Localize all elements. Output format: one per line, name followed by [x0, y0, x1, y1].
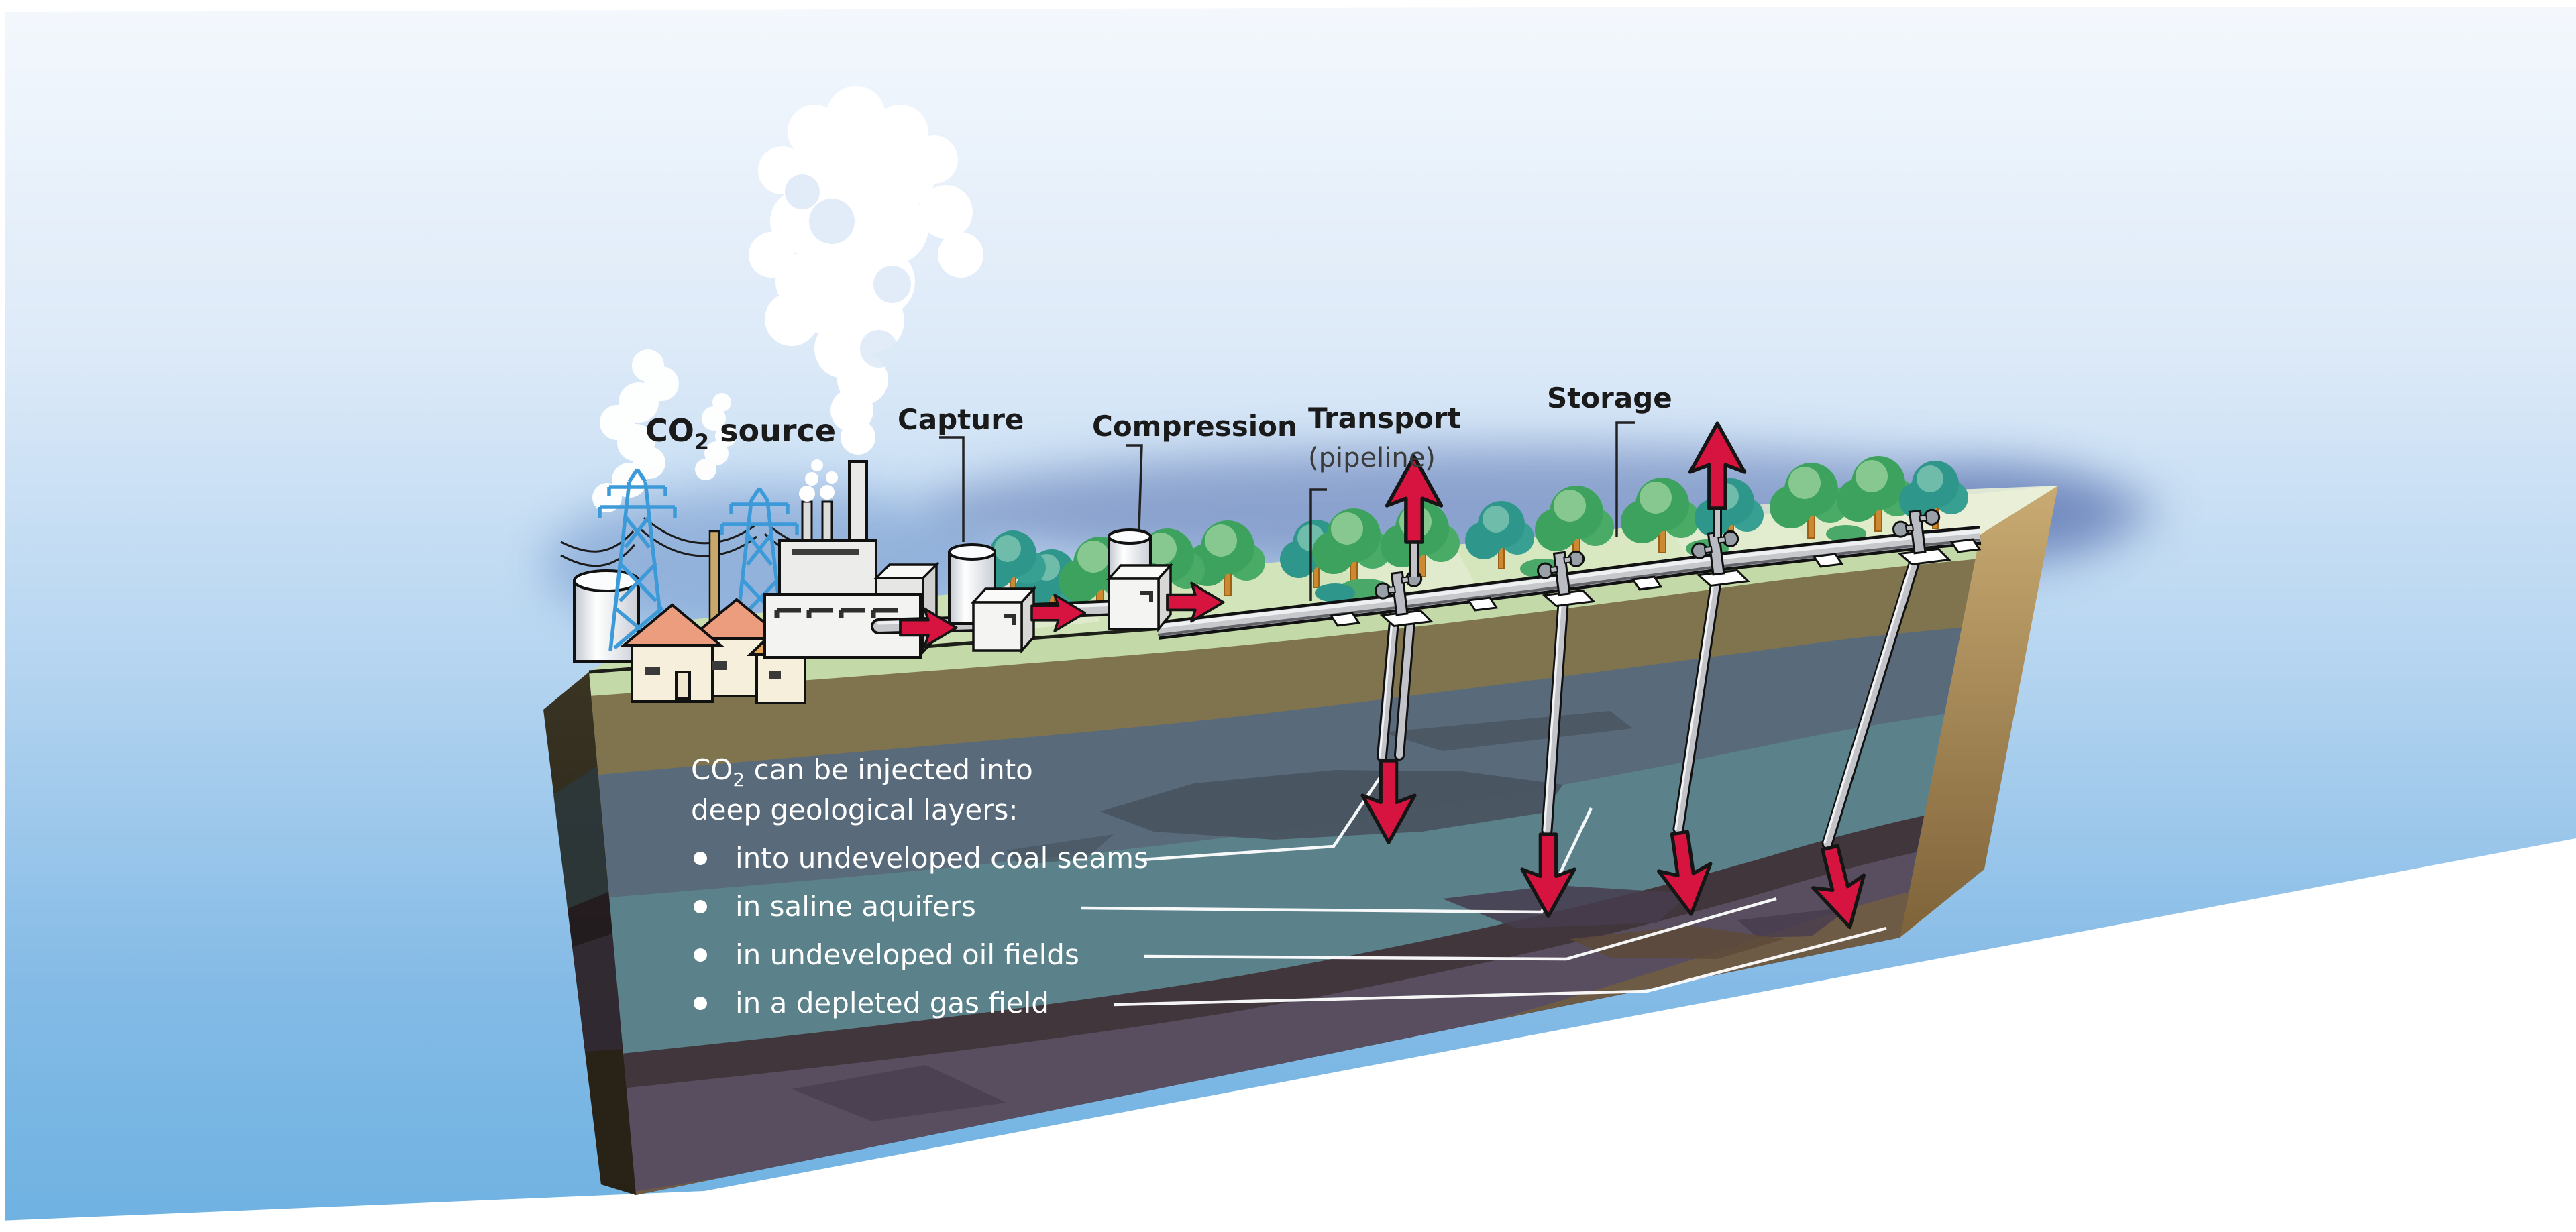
factory-chimney-small: [801, 500, 813, 543]
label-transport: Transport: [1308, 402, 1461, 435]
injection-note: CO2 can be injected into deep geological…: [691, 753, 1148, 1019]
block-right-face: [1900, 486, 2058, 938]
leader-line-coal-seams: [1141, 763, 1390, 862]
bullet-item-coal-seams: into undeveloped coal seams: [735, 842, 1148, 875]
pylon-icon: [720, 487, 799, 666]
label-leader-compression: [1126, 444, 1143, 530]
storage-tank-icon: [573, 569, 640, 663]
bullet-item-oil-fields: in undeveloped oil fields: [735, 938, 1079, 971]
brown-lumps: [1570, 926, 1784, 959]
stage-labels: CO2 source Capture Compression Transport…: [645, 382, 1672, 601]
bullet-item-gas-field: in a depleted gas field: [735, 987, 1049, 1019]
bullet-dot: [694, 948, 707, 962]
layer-green-strip: [589, 535, 1980, 696]
compression-unit: [1106, 528, 1173, 632]
leader-line-gas-field: [1113, 926, 1887, 1007]
purple-lumps: [792, 885, 1851, 1121]
coal-seam-lenses: [1006, 711, 1633, 865]
leader-line-oil-fields: [1143, 897, 1777, 961]
label-storage: Storage: [1547, 382, 1672, 414]
factory-chimney-small: [821, 500, 833, 543]
smoke-plume-icon: [749, 86, 983, 455]
factory-windows: [774, 608, 898, 618]
label-transport-qualifier: (pipeline): [1308, 443, 1436, 473]
capture-unit: [948, 543, 1036, 654]
bullet-leader-lines: [1081, 763, 1887, 1007]
label-capture: Capture: [898, 403, 1024, 436]
label-leader-capture: [939, 436, 965, 542]
leader-line-saline-aquifers: [1081, 807, 1593, 914]
bullet-dot: [694, 852, 707, 865]
label-leader-transport: [1309, 488, 1327, 601]
bullet-dot: [694, 900, 707, 913]
label-compression: Compression: [1092, 410, 1297, 443]
note-line-1: CO2 can be injected into: [691, 753, 1033, 791]
chimney-smoke-icon: [799, 459, 838, 502]
bullet-item-saline-aquifers: in saline aquifers: [735, 890, 976, 923]
block-left-face: [543, 672, 636, 1195]
injection-wells: [1377, 539, 1926, 850]
note-line-2: deep geological layers:: [691, 793, 1018, 826]
pylon-icon: [598, 468, 677, 651]
label-co2-source: CO2 source: [645, 412, 836, 455]
bullet-dot: [694, 997, 707, 1010]
process-train: [871, 423, 1982, 654]
bullet-list: into undeveloped coal seams in saline aq…: [694, 842, 1148, 1019]
label-leader-storage: [1615, 421, 1635, 537]
